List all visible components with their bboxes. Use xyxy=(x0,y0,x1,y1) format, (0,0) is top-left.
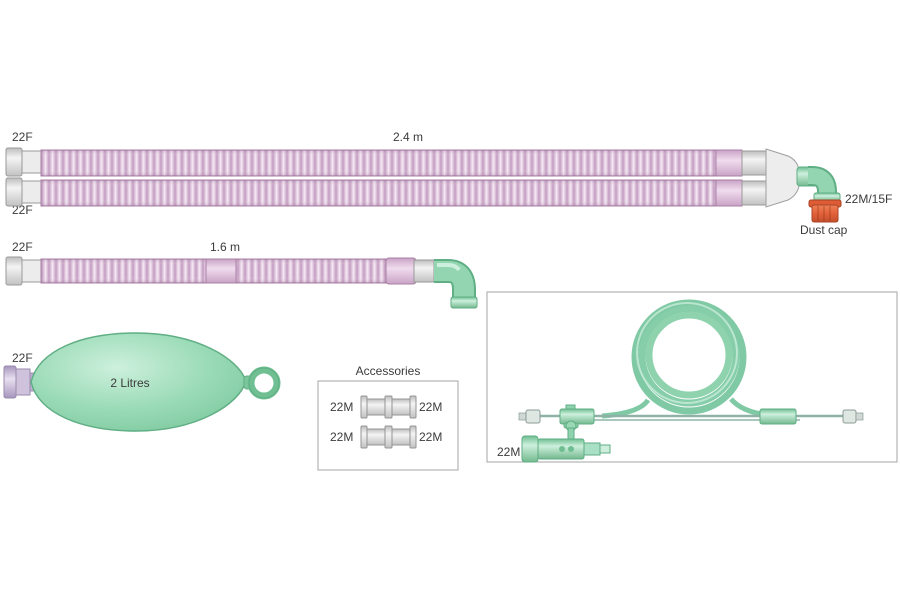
sampling-set-box xyxy=(486,291,898,463)
accessory-connector-row1 xyxy=(360,395,417,419)
single-limb-corrugated-tube xyxy=(40,257,435,285)
line-fitting-left xyxy=(559,404,595,425)
dual-limb-left-connector-bottom xyxy=(5,177,43,207)
line-left-tip xyxy=(518,412,527,421)
accessory-row1-right-label: 22M xyxy=(419,400,442,414)
dual-limb-circuit: 22F 22F 2.4 m xyxy=(5,130,892,237)
sampling-connector-label: 22M xyxy=(497,445,520,459)
bag-connector-label: 22F xyxy=(12,351,33,365)
accessory-row2-left-label: 22M xyxy=(330,430,353,444)
valve-stem xyxy=(567,427,575,441)
dust-cap xyxy=(808,199,842,223)
line-right-tip xyxy=(855,412,864,421)
accessories-title: Accessories xyxy=(356,364,421,378)
bag-tail-ring xyxy=(243,366,281,400)
accessories-panel: Accessories 22M 22M 22M 22M xyxy=(317,364,459,471)
single-limb-length-label: 1.6 m xyxy=(210,240,240,254)
sampling-line xyxy=(518,404,864,425)
connector-step xyxy=(583,442,601,456)
bag-neck-connector xyxy=(3,365,39,399)
dual-limb-left-connector-top xyxy=(5,147,43,177)
dual-limb-length-label: 2.4 m xyxy=(393,130,423,144)
line-fitting-right xyxy=(759,408,797,425)
line-left-connector xyxy=(525,409,541,424)
patient-elbow xyxy=(796,166,841,202)
single-limb-left-connector xyxy=(5,256,43,286)
dual-limb-corrugated-tube-top xyxy=(40,149,743,177)
coiled-tube xyxy=(601,299,769,419)
bag-volume-label: 2 Litres xyxy=(110,376,149,390)
single-limb-connector-label: 22F xyxy=(12,240,33,254)
connector-tip xyxy=(599,444,611,454)
accessory-row1-left-label: 22M xyxy=(330,400,353,414)
accessory-row2-right-label: 22M xyxy=(419,430,442,444)
sampling-connector xyxy=(521,420,611,463)
accessory-connector-row2 xyxy=(360,425,417,449)
line-right-connector xyxy=(842,409,857,424)
connector-cuff xyxy=(521,435,539,463)
patient-port-label: 22M/15F xyxy=(845,192,892,206)
dust-cap-label: Dust cap xyxy=(800,223,848,237)
dual-limb-top-connector-label: 22F xyxy=(12,130,33,144)
single-limb-elbow xyxy=(434,259,478,309)
sampling-set-panel: 22M xyxy=(486,291,898,463)
dual-limb-corrugated-tube-bottom xyxy=(40,179,743,207)
single-limb: 22F 1.6 m xyxy=(5,240,478,309)
reservoir-bag: 22F 2 Litres xyxy=(3,332,281,432)
wye-piece xyxy=(741,148,801,208)
